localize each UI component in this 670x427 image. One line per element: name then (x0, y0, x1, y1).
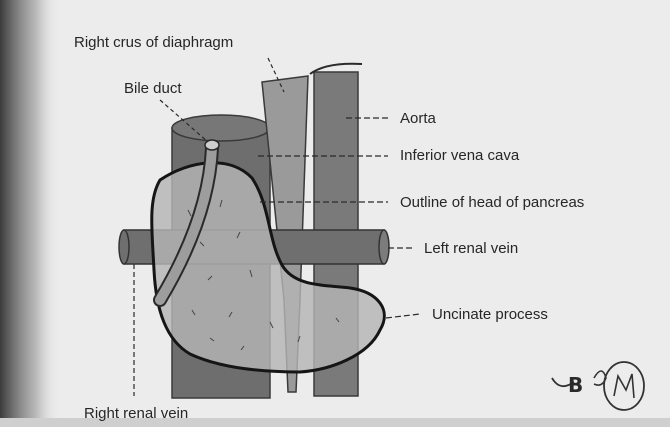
label-right-renal-vein: Right renal vein (84, 405, 188, 422)
label-bile-duct: Bile duct (124, 80, 182, 97)
label-right-crus: Right crus of diaphragm (74, 34, 233, 51)
page-shadow-left (0, 0, 60, 427)
label-ivc: Inferior vena cava (400, 147, 520, 164)
label-left-renal-vein: Left renal vein (424, 240, 518, 257)
handwritten-letter: B (568, 373, 583, 397)
label-uncinate: Uncinate process (432, 306, 548, 323)
label-pancreas-outline: Outline of head of pancreas (400, 194, 584, 211)
label-aorta: Aorta (400, 110, 437, 127)
